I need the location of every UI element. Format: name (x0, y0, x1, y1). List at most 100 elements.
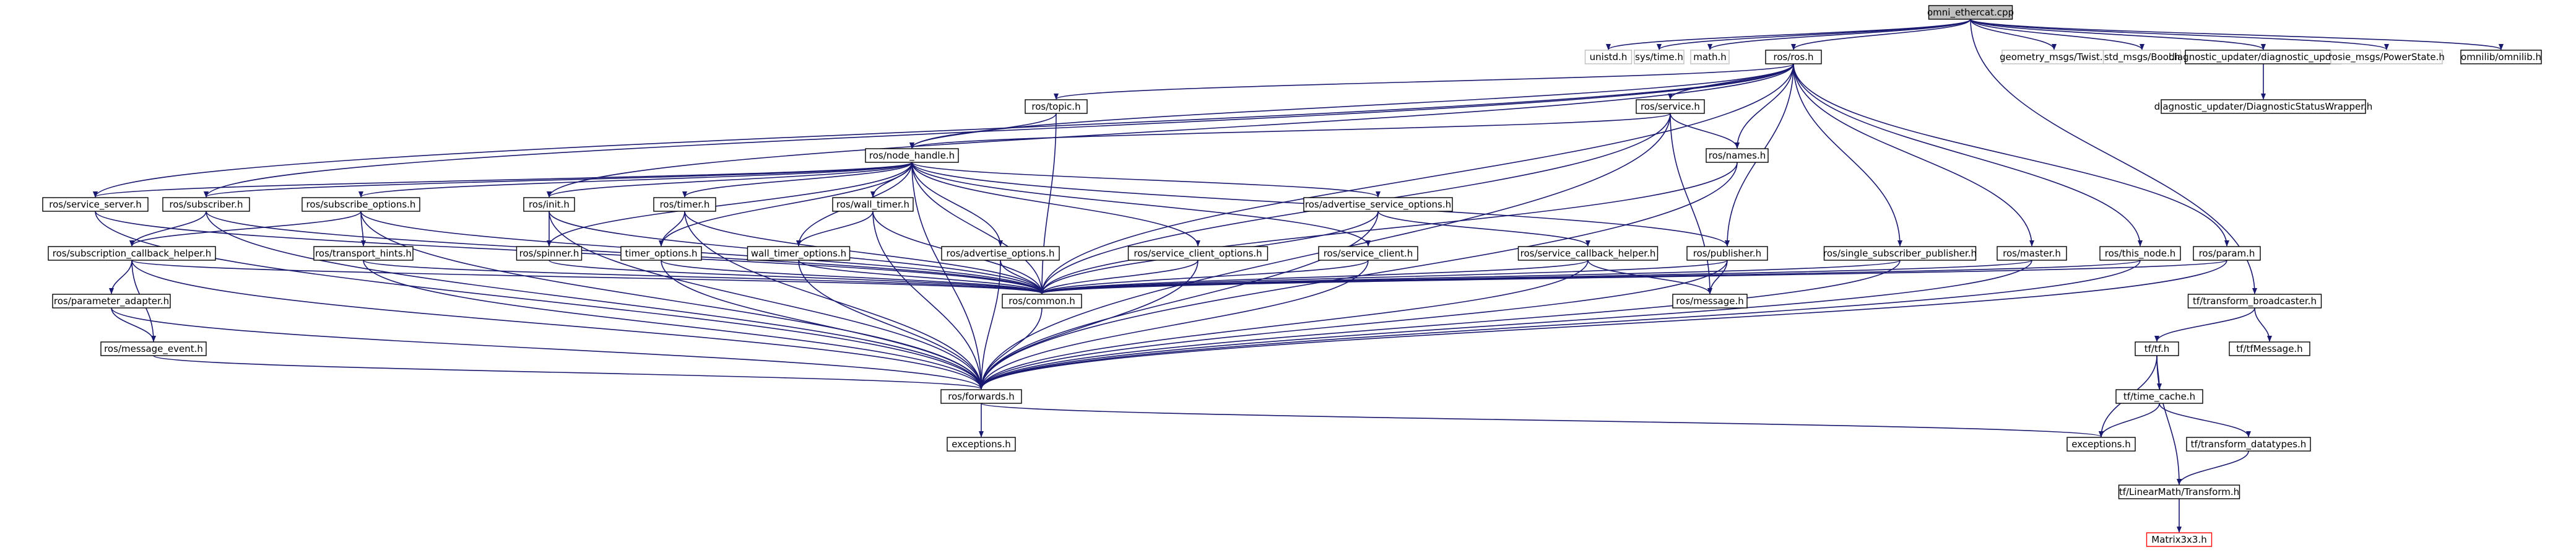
node-box (1997, 246, 2067, 261)
node-wall_timer[interactable]: ros/wall_timer.h (832, 197, 914, 212)
node-advertise_service_options[interactable]: ros/advertise_service_options.h (1303, 197, 1453, 212)
edge-forwards-to-exceptions_tf (981, 403, 2104, 437)
edge-service_server-to-forwards (95, 211, 984, 390)
edge-subscriber-to-sub_cb_helper (129, 211, 207, 247)
edge-names-to-common (1039, 162, 1738, 294)
edge-node_handle-to-service_client_options (911, 162, 1200, 247)
node-label: wall_timer_options.h (751, 248, 846, 260)
edge-sub_cb_helper-to-common (131, 260, 1044, 294)
edge-publisher-to-forwards (979, 260, 1728, 390)
edge-service_client_options-to-common (1039, 260, 1199, 294)
node-label: ros/single_subscriber_publisher.h (1823, 248, 1977, 260)
node-service_client[interactable]: ros/service_client.h (1318, 246, 1418, 261)
node-box (653, 197, 716, 212)
node-exceptions_tf[interactable]: exceptions.h (2066, 437, 2136, 452)
node-label: math.h (1693, 51, 1726, 63)
edge-node_handle-to-timer (682, 162, 913, 198)
node-subscribe_options[interactable]: ros/subscribe_options.h (301, 197, 420, 212)
node-systime: sys/time.h (1634, 50, 1685, 64)
node-subscriber[interactable]: ros/subscriber.h (162, 197, 250, 212)
node-common[interactable]: ros/common.h (1002, 294, 1082, 309)
node-message_event[interactable]: ros/message_event.h (100, 341, 207, 356)
node-service_callback_helper[interactable]: ros/service_callback_helper.h (1517, 246, 1659, 261)
node-publisher[interactable]: ros/publisher.h (1686, 246, 1768, 261)
edge-advertise_service_options-to-service_callback_helper (1377, 211, 1590, 247)
node-parameter_adapter[interactable]: ros/parameter_adapter.h (52, 294, 171, 309)
node-advertise_options[interactable]: ros/advertise_options.h (941, 246, 1060, 261)
node-box (162, 197, 250, 212)
node-label: ros/this_node.h (2105, 248, 2175, 260)
edge-service_client-to-common (1039, 260, 1369, 294)
node-tf_tfmessage[interactable]: tf/tfMessage.h (2229, 341, 2310, 356)
node-label: ros/param.h (2199, 248, 2255, 259)
node-service[interactable]: ros/service.h (1636, 99, 1705, 114)
edge-service_callback_helper-to-forwards (979, 260, 1589, 390)
node-time_cache[interactable]: tf/time_cache.h (2115, 389, 2203, 404)
edge-time_cache-to-transform_datatypes (2159, 403, 2251, 437)
node-wall_timer_options[interactable]: wall_timer_options.h (747, 246, 851, 261)
node-transport_hints[interactable]: ros/transport_hints.h (313, 246, 414, 261)
node-sub_cb_helper[interactable]: ros/subscription_callback_helper.h (48, 246, 216, 261)
node-box (2187, 294, 2322, 309)
node-label: diagnostic_updater/diagnostic_updater.h (2169, 51, 2357, 63)
edge-publisher-to-common (1039, 260, 1728, 294)
node-linearmath[interactable]: tf/LinearMath/Transform.h (2118, 484, 2240, 499)
edge-rosros-to-single_sub_pub (1793, 63, 1902, 247)
edge-subscriber-to-forwards (206, 211, 984, 390)
node-box (2115, 389, 2203, 404)
node-tf_broadcaster[interactable]: tf/transform_broadcaster.h (2187, 294, 2322, 309)
node-exceptions_ros[interactable]: exceptions.h (947, 437, 1016, 452)
edge-subscribe_options-to-forwards (360, 211, 984, 390)
node-box (2066, 437, 2136, 452)
node-label: ros/init.h (529, 199, 570, 210)
node-this_node[interactable]: ros/this_node.h (2099, 246, 2181, 261)
edge-node_handle-to-service_client (911, 162, 1371, 247)
node-box (1706, 148, 1769, 163)
node-omnilib[interactable]: omnilib/omnilib.h (2460, 50, 2542, 64)
node-diag_updater[interactable]: diagnostic_updater/diagnostic_updater.h (2169, 50, 2358, 64)
node-box (1318, 246, 1418, 261)
node-forwards[interactable]: ros/forwards.h (940, 389, 1022, 404)
node-tf_tf[interactable]: tf/tf.h (2135, 341, 2179, 356)
node-label: ros/forwards.h (948, 391, 1014, 402)
node-init[interactable]: ros/init.h (523, 197, 575, 212)
node-node_handle[interactable]: ros/node_handle.h (865, 148, 959, 163)
node-box (1025, 99, 1088, 114)
node-box (301, 197, 420, 212)
node-param[interactable]: ros/param.h (2193, 246, 2261, 261)
node-message[interactable]: ros/message.h (1672, 294, 1748, 309)
node-box (865, 148, 959, 163)
node-transform_datatypes[interactable]: tf/transform_datatypes.h (2186, 437, 2311, 452)
edge-node_handle-to-forwards (911, 162, 984, 390)
edge-omni_ethercat-to-systime (1657, 19, 1971, 50)
node-label: ros/timer.h (660, 199, 710, 210)
node-box (42, 197, 149, 212)
node-topic[interactable]: ros/topic.h (1025, 99, 1088, 114)
node-twist: geometry_msgs/Twist.h (2000, 50, 2109, 64)
edge-node_handle-to-advertise_options (911, 162, 1003, 247)
node-service_client_options[interactable]: ros/service_client_options.h (1127, 246, 1268, 261)
node-label: ros/ros.h (1774, 51, 1814, 63)
edge-tf_broadcaster-to-tf_tf (2154, 307, 2255, 342)
edge-tf_broadcaster-to-tf_tfmessage (2254, 307, 2272, 342)
node-box (1690, 50, 1730, 64)
node-timer[interactable]: ros/timer.h (653, 197, 716, 212)
edge-omni_ethercat-to-diag_updater (1970, 19, 2266, 50)
edge-rosros-to-subscriber (204, 63, 1794, 198)
node-label: ros/service.h (1641, 101, 1700, 112)
node-diag_status[interactable]: diagnostic_updater/DiagnosticStatusWrapp… (2154, 99, 2373, 114)
node-timer_options[interactable]: timer_options.h (620, 246, 702, 261)
edge-parameter_adapter-to-forwards (111, 307, 984, 390)
node-rosros[interactable]: ros/ros.h (1765, 50, 1822, 64)
node-box (1928, 5, 2013, 20)
node-single_sub_pub[interactable]: ros/single_subscriber_publisher.h (1823, 246, 1977, 261)
node-master[interactable]: ros/master.h (1997, 246, 2067, 261)
node-label: ros/publisher.h (1693, 248, 1761, 259)
node-service_server[interactable]: ros/service_server.h (42, 197, 149, 212)
edge-layer (93, 19, 2504, 533)
edge-service-to-names (1670, 113, 1740, 149)
node-label: diagnostic_updater/DiagnosticStatusWrapp… (2154, 101, 2373, 113)
node-names[interactable]: ros/names.h (1706, 148, 1769, 163)
node-unistd: unistd.h (1584, 50, 1633, 64)
node-spinner[interactable]: ros/spinner.h (516, 246, 583, 261)
